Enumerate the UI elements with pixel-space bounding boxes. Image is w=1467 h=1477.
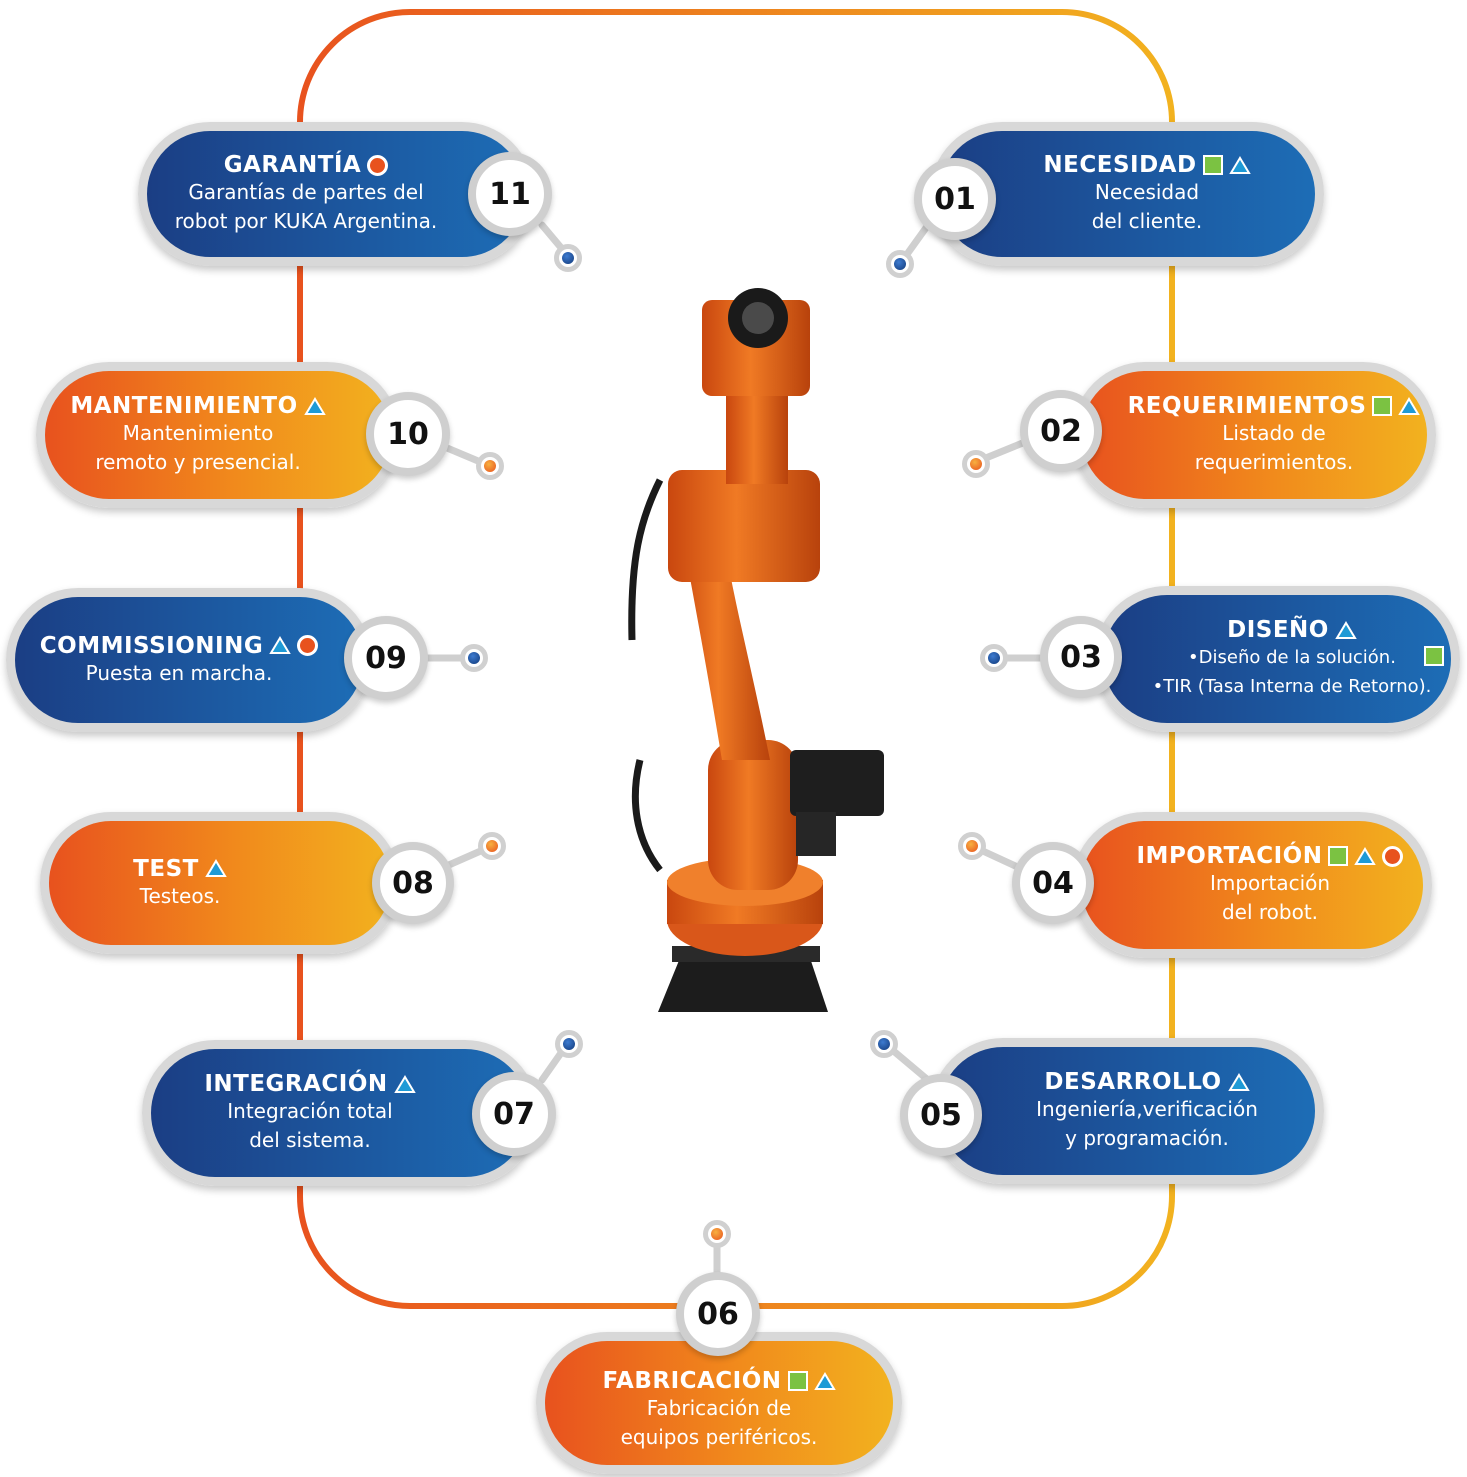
- step-05-number-badge: 05: [900, 1074, 982, 1156]
- triangle-icon: [1335, 620, 1357, 639]
- step-03-number: 03: [1060, 639, 1102, 675]
- step-11-title-row: GARANTÍA: [224, 152, 389, 178]
- triangle-icon: [393, 1074, 416, 1093]
- step-02-description: Listado de requerimientos.: [1194, 421, 1354, 474]
- step-06-description: Fabricación de equipos periféricos.: [620, 1396, 818, 1449]
- step-08-description: Testeos.: [139, 883, 221, 908]
- step-05-title: DESARROLLO: [1044, 1069, 1222, 1095]
- step-01-card: NECESIDAD Necesidad del cliente.: [930, 122, 1324, 266]
- step-04-number: 04: [1032, 865, 1074, 901]
- step-11-description: Garantías de partes del robot por KUKA A…: [174, 180, 438, 233]
- step-02-connector-dot: [962, 450, 990, 478]
- step-01-title-row: NECESIDAD: [1043, 152, 1251, 178]
- step-04-title-row: IMPORTACIÓN: [1137, 843, 1404, 869]
- step-10-title: MANTENIMIENTO: [70, 393, 298, 419]
- step-08-number-badge: 08: [372, 842, 454, 924]
- step-07-description: Integración total del sistema.: [227, 1099, 393, 1152]
- triangle-icon: [813, 1371, 836, 1390]
- step-03-number-badge: 03: [1040, 616, 1122, 698]
- robot-arm-illustration: [628, 288, 884, 1012]
- triangle-icon: [1354, 846, 1377, 865]
- circle-icon: [367, 154, 389, 176]
- step-02-title: REQUERIMIENTOS: [1127, 393, 1367, 419]
- step-01-number-badge: 01: [914, 158, 996, 240]
- step-05-connector-dot: [870, 1030, 898, 1058]
- step-03-title: DISEÑO: [1227, 617, 1329, 643]
- triangle-icon: [1228, 155, 1251, 174]
- step-05-description: Ingeniería,verificación y programación.: [1036, 1097, 1258, 1150]
- step-10-title-row: MANTENIMIENTO: [70, 393, 326, 419]
- step-11-number-badge: 11: [468, 152, 552, 236]
- step-07-number: 07: [493, 1096, 535, 1132]
- step-09-connector-dot: [460, 644, 488, 672]
- step-10-connector-dot: [476, 452, 504, 480]
- step-05-card: DESARROLLO Ingeniería,verificación y pro…: [930, 1038, 1324, 1184]
- circle-icon: [297, 635, 319, 656]
- step-02-card: REQUERIMIENTOS Listado de requerimientos…: [1072, 362, 1436, 508]
- step-09-description: Puesta en marcha.: [85, 660, 273, 685]
- circle-icon: [1382, 845, 1404, 867]
- step-03-card: DISEÑO •Diseño de la solución. •TIR (Tas…: [1094, 586, 1460, 732]
- triangle-icon: [205, 859, 227, 877]
- square-icon: [1328, 846, 1349, 866]
- step-04-title: IMPORTACIÓN: [1136, 843, 1323, 869]
- step-07-number-badge: 07: [472, 1072, 556, 1156]
- step-03-square-icon: [1424, 646, 1444, 666]
- step-08-title: TEST: [133, 855, 199, 882]
- square-icon: [1372, 396, 1393, 416]
- step-09-number: 09: [365, 640, 407, 676]
- step-11-number: 11: [489, 176, 531, 212]
- step-10-card: MANTENIMIENTO Mantenimiento remoto y pre…: [36, 362, 400, 508]
- step-07-title-row: INTEGRACIÓN: [204, 1071, 416, 1097]
- step-05-title-row: DESARROLLO: [1044, 1069, 1250, 1095]
- step-06-title: FABRICACIÓN: [602, 1368, 782, 1394]
- square-icon: [1202, 155, 1223, 175]
- step-01-title: NECESIDAD: [1043, 152, 1197, 178]
- step-09-title-row: COMMISSIONING: [39, 632, 319, 659]
- step-10-description: Mantenimiento remoto y presencial.: [95, 421, 301, 474]
- step-04-description: Importación del robot.: [1209, 871, 1331, 924]
- step-02-number-badge: 02: [1020, 390, 1102, 472]
- triangle-icon: [1398, 396, 1421, 415]
- step-11-connector-dot: [554, 244, 582, 272]
- step-08-title-row: TEST: [133, 856, 227, 882]
- step-02-number: 02: [1040, 413, 1082, 449]
- step-06-connector-dot: [703, 1220, 731, 1248]
- step-03-description: •Diseño de la solución. •TIR (Tasa Inter…: [1152, 647, 1432, 697]
- step-06-number-badge: 06: [676, 1272, 760, 1356]
- step-11-title: GARANTÍA: [223, 152, 362, 178]
- step-03-connector-dot: [980, 644, 1008, 672]
- triangle-icon: [303, 396, 326, 415]
- step-08-number: 08: [392, 865, 434, 901]
- triangle-icon: [1227, 1072, 1250, 1091]
- step-06-title-row: FABRICACIÓN: [602, 1368, 836, 1394]
- step-04-connector-dot: [958, 832, 986, 860]
- step-09-number-badge: 09: [344, 616, 428, 700]
- step-03-title-row: DISEÑO: [1227, 617, 1357, 643]
- square-icon: [787, 1371, 808, 1391]
- step-01-description: Necesidad del cliente.: [1091, 180, 1203, 233]
- step-04-card: IMPORTACIÓN Importación del robot.: [1072, 812, 1432, 958]
- step-09-title: COMMISSIONING: [39, 632, 264, 659]
- step-08-card: TEST Testeos.: [40, 812, 400, 954]
- step-07-title: INTEGRACIÓN: [204, 1071, 388, 1097]
- step-07-connector-dot: [555, 1030, 583, 1058]
- step-05-number: 05: [920, 1097, 962, 1133]
- step-10-number: 10: [387, 416, 429, 452]
- step-08-connector-dot: [478, 832, 506, 860]
- step-01-number: 01: [934, 181, 976, 217]
- step-02-title-row: REQUERIMIENTOS: [1128, 393, 1421, 419]
- step-01-connector-dot: [886, 250, 914, 278]
- step-09-card: COMMISSIONING Puesta en marcha.: [6, 588, 372, 732]
- step-11-card: GARANTÍA Garantías de partes del robot p…: [138, 122, 534, 266]
- triangle-icon: [269, 636, 291, 654]
- step-04-number-badge: 04: [1012, 842, 1094, 924]
- step-10-number-badge: 10: [366, 392, 450, 476]
- step-06-number: 06: [697, 1296, 739, 1332]
